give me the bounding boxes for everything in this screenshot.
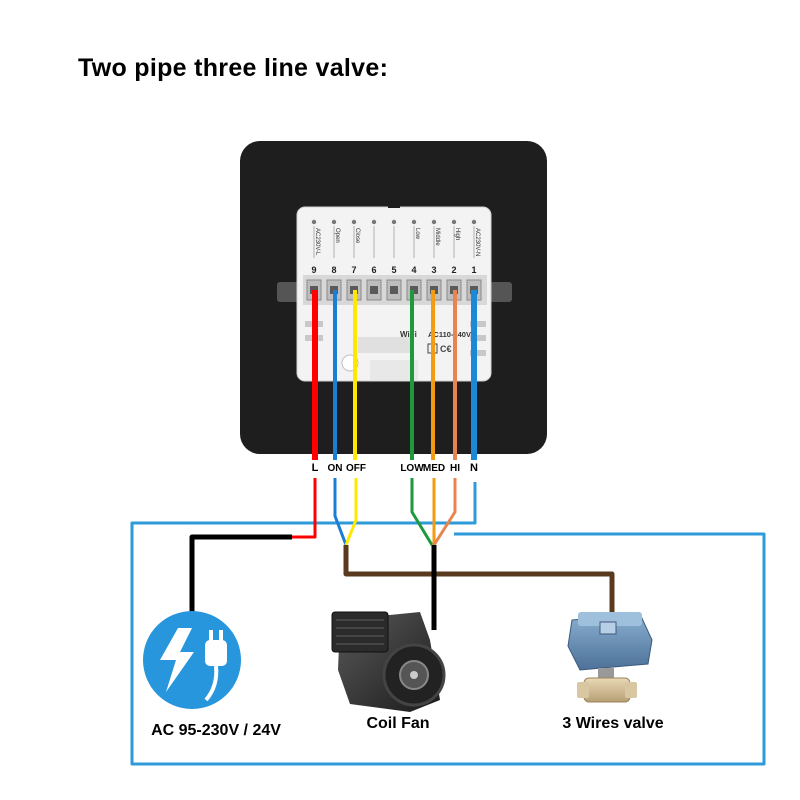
board-vent bbox=[470, 335, 486, 341]
terminal-slot-6 bbox=[370, 286, 378, 294]
terminal-slot-5 bbox=[390, 286, 398, 294]
wire-valve-common bbox=[343, 545, 615, 614]
wire-label-OFF: OFF bbox=[346, 463, 366, 474]
terminal-marker-1 bbox=[471, 219, 477, 225]
certification-mark: C€ bbox=[440, 344, 452, 354]
three-wire-valve: 3 Wires valve bbox=[562, 612, 664, 732]
valve-label: 3 Wires valve bbox=[562, 715, 663, 732]
barcode-sticker bbox=[358, 337, 414, 353]
terminal-marker-6 bbox=[371, 219, 377, 225]
wire-LOW-run bbox=[410, 478, 434, 546]
terminal-number-7: 7 bbox=[351, 265, 356, 275]
panel-side-clip-left bbox=[277, 282, 301, 302]
wiring-network bbox=[130, 478, 766, 766]
voltage-rating-label: AC110-240V bbox=[428, 330, 471, 339]
terminal-number-6: 6 bbox=[371, 265, 376, 275]
valve-actuator-top bbox=[578, 612, 642, 626]
wire-power-live bbox=[189, 534, 292, 620]
wire-L-run bbox=[292, 478, 317, 539]
fan-grille bbox=[336, 619, 384, 645]
coil-fan: Coil Fan bbox=[331, 611, 446, 732]
power-source-label: AC 95-230V / 24V bbox=[151, 722, 281, 739]
board-vent bbox=[470, 350, 486, 356]
terminal-marker-8 bbox=[331, 219, 337, 225]
wire-label-L-box bbox=[307, 460, 323, 473]
terminal-label-7: Close bbox=[354, 228, 360, 244]
terminal-label-9: AC230V-L bbox=[314, 228, 320, 256]
terminal-marker-4 bbox=[411, 219, 417, 225]
terminal-number-4: 4 bbox=[411, 265, 416, 275]
valve-port-left bbox=[577, 682, 589, 698]
wire-OFF-run bbox=[344, 478, 358, 546]
terminal-number-2: 2 bbox=[451, 265, 456, 275]
fan-hub bbox=[410, 671, 418, 679]
terminal-number-3: 3 bbox=[431, 265, 436, 275]
terminal-wires bbox=[312, 290, 477, 460]
power-source: AC 95-230V / 24V bbox=[143, 611, 281, 739]
plug-icon bbox=[204, 630, 227, 702]
terminal-label-1: AC230V-N bbox=[474, 228, 480, 256]
board-vent bbox=[470, 321, 486, 327]
terminal-board-notch bbox=[388, 200, 400, 208]
fan-outlet bbox=[331, 611, 389, 653]
terminal-marker-2 bbox=[451, 219, 457, 225]
wire-labels: L ON OFF LOW MED HI N bbox=[307, 460, 478, 474]
panel-side-clip-right bbox=[490, 282, 512, 302]
valve-knob bbox=[599, 621, 617, 635]
wire-label-N: N bbox=[470, 462, 478, 474]
valve-port-right bbox=[625, 682, 637, 698]
terminal-marker-9 bbox=[311, 219, 317, 225]
terminal-label-4: Low bbox=[414, 228, 420, 240]
terminal-marker-7 bbox=[351, 219, 357, 225]
fan-label: Coil Fan bbox=[366, 715, 429, 732]
lightning-bolt-icon bbox=[160, 628, 194, 692]
wire-label-L: L bbox=[312, 462, 319, 474]
terminal-label-2: High bbox=[454, 228, 460, 240]
terminal-label-3: Middle bbox=[434, 228, 440, 246]
wire-label-ON: ON bbox=[328, 463, 343, 474]
terminal-number-9: 9 bbox=[311, 265, 316, 275]
wire-label-HI: HI bbox=[450, 463, 460, 474]
terminal-marker-5 bbox=[391, 219, 397, 225]
terminal-marker-3 bbox=[431, 219, 437, 225]
wire-label-MED: MED bbox=[423, 463, 445, 474]
valve-body bbox=[583, 677, 631, 703]
wifi-label: WiFi bbox=[400, 330, 417, 339]
diagram-title: Two pipe three line valve: bbox=[78, 54, 389, 82]
wire-label-LOW: LOW bbox=[400, 463, 424, 474]
terminal-label-8: Open bbox=[334, 228, 340, 243]
terminal-number-8: 8 bbox=[331, 265, 336, 275]
terminal-number-5: 5 bbox=[391, 265, 396, 275]
wire-HI-run bbox=[432, 478, 457, 546]
board-bottom-slot bbox=[370, 360, 418, 380]
terminal-number-1: 1 bbox=[471, 265, 476, 275]
wire-ON-run bbox=[333, 478, 348, 546]
